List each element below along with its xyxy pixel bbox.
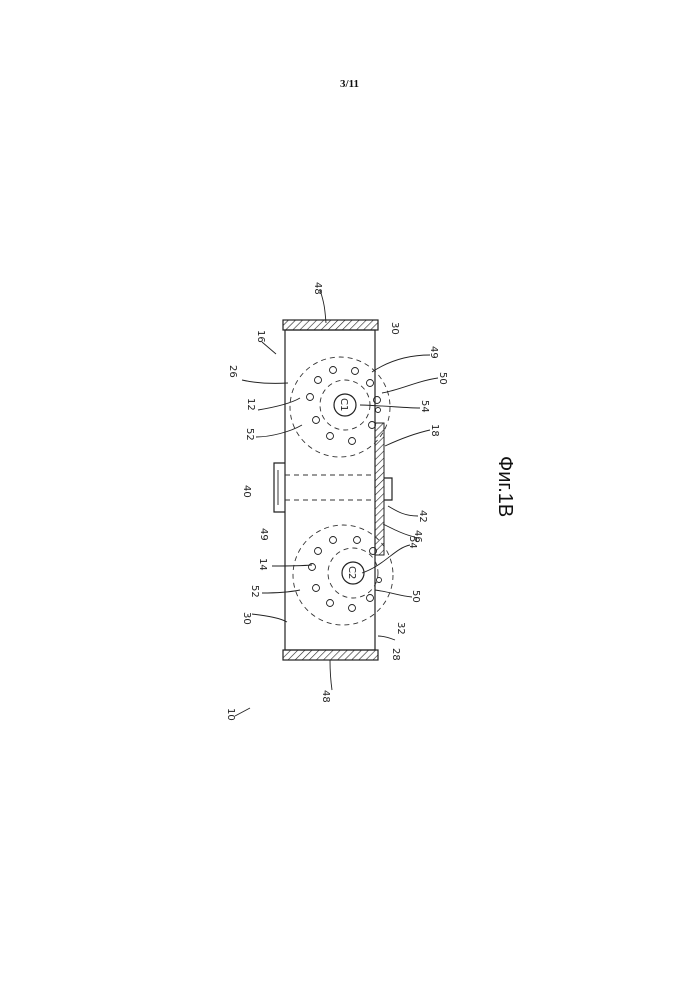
label-42: 42 <box>417 510 428 523</box>
label-40: 40 <box>241 485 252 498</box>
bracket-46 <box>384 478 392 500</box>
label-48-top: 48 <box>312 282 323 295</box>
label-c2: C2 <box>346 566 357 579</box>
label-30-top: 30 <box>389 322 400 335</box>
bracket-40 <box>274 463 285 512</box>
label-49-top: 49 <box>428 346 439 359</box>
end-plate-bottom <box>283 650 378 660</box>
label-54-bottom: 54 <box>407 536 418 549</box>
holes-14 <box>309 537 382 612</box>
strip-18 <box>375 423 384 555</box>
label-28: 28 <box>390 648 401 661</box>
label-48-bottom: 48 <box>320 690 331 703</box>
label-10: 10 <box>225 708 236 721</box>
label-49-bottom: 49 <box>258 528 269 541</box>
label-12: 12 <box>245 398 256 411</box>
label-50-top: 50 <box>437 372 448 385</box>
label-30-bottom: 30 <box>241 612 252 625</box>
label-32: 32 <box>395 622 406 635</box>
label-52-bottom: 52 <box>249 585 260 598</box>
end-plate-top <box>283 320 378 330</box>
label-52-top: 52 <box>244 428 255 441</box>
label-c1: C1 <box>338 398 349 411</box>
label-16: 16 <box>255 330 266 343</box>
label-26: 26 <box>227 365 238 378</box>
label-18: 18 <box>429 424 440 437</box>
label-50-bottom: 50 <box>410 590 421 603</box>
figure-caption: Фиг.1В <box>494 456 516 517</box>
label-14: 14 <box>257 558 268 571</box>
housing-body <box>285 330 375 650</box>
label-54-top: 54 <box>419 400 430 413</box>
